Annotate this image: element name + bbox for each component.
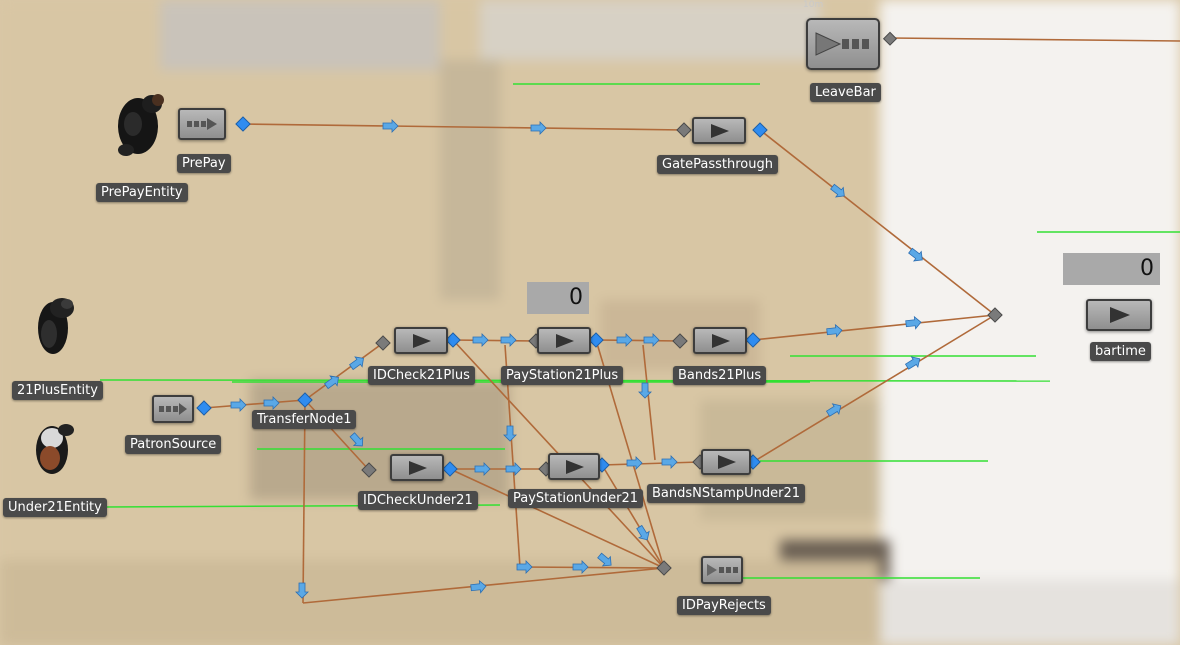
prepay-label: PrePay [177,154,231,173]
gate-passthrough-label: GatePassthrough [657,155,778,174]
idcheck-under21-label: IDCheckUnder21 [358,491,478,510]
idpay-rejects-label: IDPayRejects [677,596,771,615]
transfernode-node [297,392,313,408]
server-icon [712,333,730,348]
under21-entity-figure[interactable] [26,416,86,484]
source-icon [159,403,187,415]
bands21-output-node [745,332,761,348]
server-icon [409,460,427,475]
bands-21plus-label: Bands21Plus [673,366,767,385]
bartime-label: bartime [1090,342,1151,361]
under21-entity-label: Under21Entity [3,498,107,517]
idcheckunder21-output-node [442,461,458,477]
sink-icon [707,564,738,576]
paystation-under21-label: PayStationUnder21 [508,489,644,508]
prepay-output-node [235,116,251,132]
paystation-21plus-server[interactable] [537,327,591,354]
21plus-entity-figure[interactable] [27,294,87,366]
prepay-entity-figure[interactable] [108,86,172,164]
21plus-entity-label: 21PlusEntity [12,381,103,400]
bartime-server[interactable] [1086,299,1152,331]
leavebar-label: LeaveBar [810,83,881,102]
prepay-source[interactable] [178,108,226,140]
leavebar-input-node [882,31,898,46]
server-icon [413,333,431,348]
server-icon [566,459,584,474]
paystation-under21-server[interactable] [548,453,600,480]
server-icon [711,123,729,138]
transfer-node-label: TransferNode1 [252,410,357,429]
leavebar-sink[interactable] [806,18,880,70]
bartime-input-node [987,307,1003,323]
idpayrejects-input-node [656,560,672,576]
server-icon [556,333,574,348]
server-icon [1110,307,1130,323]
gate-output-node [752,122,768,138]
bands21-input-node [672,333,688,349]
bands-21plus-server[interactable] [693,327,747,354]
idpay-rejects-sink[interactable] [701,556,743,584]
scale-hint: 10m [803,0,824,10]
source-icon [187,118,217,130]
patronsource-output-node [196,400,212,416]
paystation-21plus-label: PayStation21Plus [501,366,624,385]
patron-source-label: PatronSource [125,435,222,454]
direction-arrows [230,119,927,599]
bartime-status-value: 0 [1063,253,1160,285]
idcheck-21plus-label: IDCheck21Plus [368,366,475,385]
patron-source[interactable] [152,395,194,423]
idcheck21-output-node [445,332,461,348]
gate-input-node [676,122,692,138]
server-icon [718,455,736,469]
idcheck-21plus-server[interactable] [394,327,448,354]
sink-icon [815,32,869,56]
bands-stamp-under21-label: BandsNStampUnder21 [647,484,805,503]
prepay-entity-label: PrePayEntity [96,183,188,202]
paystation21-status-value: 0 [527,282,589,314]
idcheck-under21-server[interactable] [390,454,444,481]
paystation21-output-node [588,332,604,348]
gate-passthrough-server[interactable] [692,117,746,144]
bands-stamp-under21-server[interactable] [701,449,751,475]
idcheckunder21-input-node [361,462,377,478]
idcheck21-input-node [375,335,391,351]
